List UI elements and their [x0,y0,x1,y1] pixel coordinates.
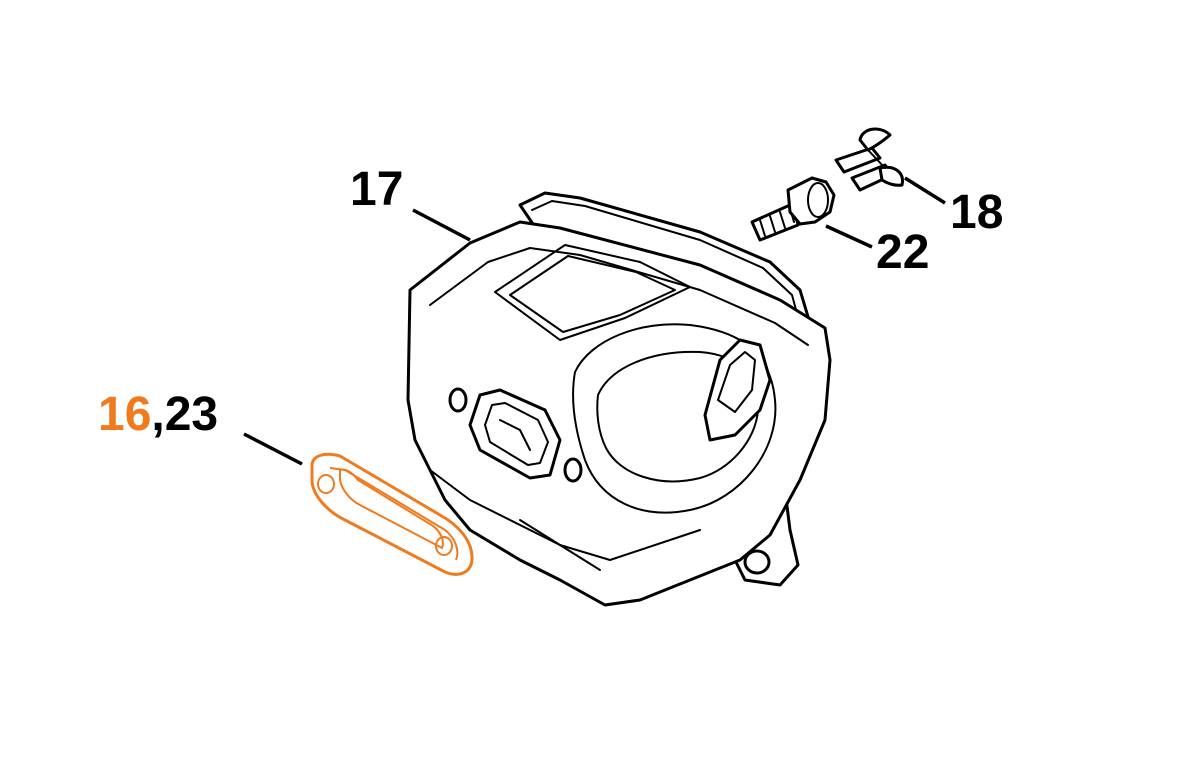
callout-16-highlighted: 16 [98,388,151,441]
washer-part [834,127,904,192]
callout-23: ,23 [151,388,218,441]
screw-part [750,176,836,242]
callout-17: 17 [350,163,403,216]
leader-line-22 [825,224,873,249]
leader-line-18 [904,176,946,205]
muffler-part [406,191,832,607]
gasket-part [310,452,474,576]
leader-line-16-23 [243,432,303,466]
leader-line-17 [412,208,471,242]
callout-22: 22 [876,226,929,279]
callout-18: 18 [950,186,1003,239]
callout-16-23: 16,23 [98,388,218,441]
